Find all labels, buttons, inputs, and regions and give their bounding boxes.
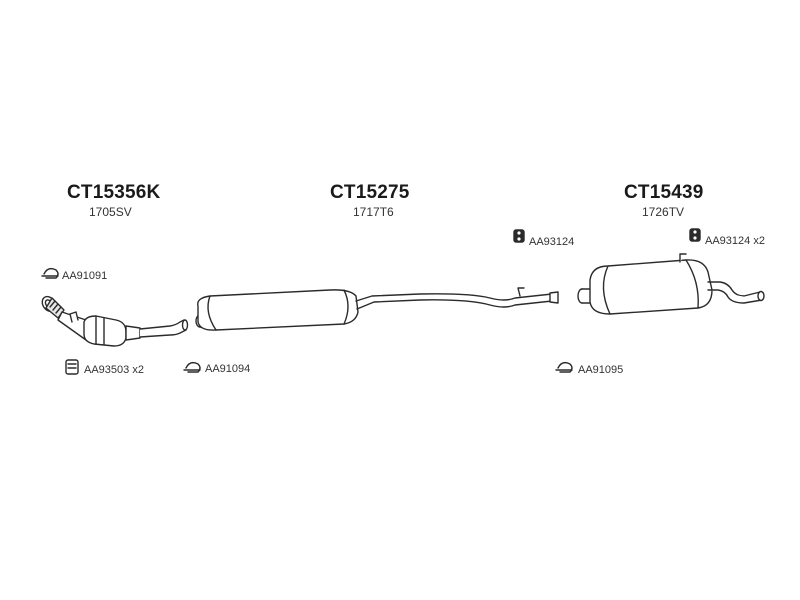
rubber-hanger-icon (513, 229, 525, 243)
part-label-clamp-rear: AA91095 (578, 364, 624, 376)
section-sub-rear: 1726TV (642, 205, 685, 219)
part-label-clamp-mid: AA91094 (205, 363, 251, 375)
part-label-rubber-mid: AA93124 (529, 236, 575, 248)
section-sub-front: 1705SV (89, 205, 132, 219)
part-label-mount-cat: AA93503 x2 (84, 364, 144, 376)
section-sub-mid: 1717T6 (353, 205, 394, 219)
clamp-icon (41, 267, 59, 279)
clamp-icon (183, 361, 201, 373)
section-code-rear: CT15439 (624, 182, 704, 203)
rubber-hanger-icon (689, 228, 701, 242)
section-code-front: CT15356K (67, 182, 161, 203)
centre-muffler-assembly (195, 287, 559, 331)
rear-silencer-assembly (577, 253, 765, 315)
section-code-mid: CT15275 (330, 182, 410, 203)
part-label-rubber-rear: AA93124 x2 (705, 235, 765, 247)
mount-block-icon (65, 359, 79, 375)
part-label-clamp-front: AA91091 (62, 270, 108, 282)
front-catalyst-assembly (41, 295, 189, 347)
clamp-icon (555, 361, 573, 373)
